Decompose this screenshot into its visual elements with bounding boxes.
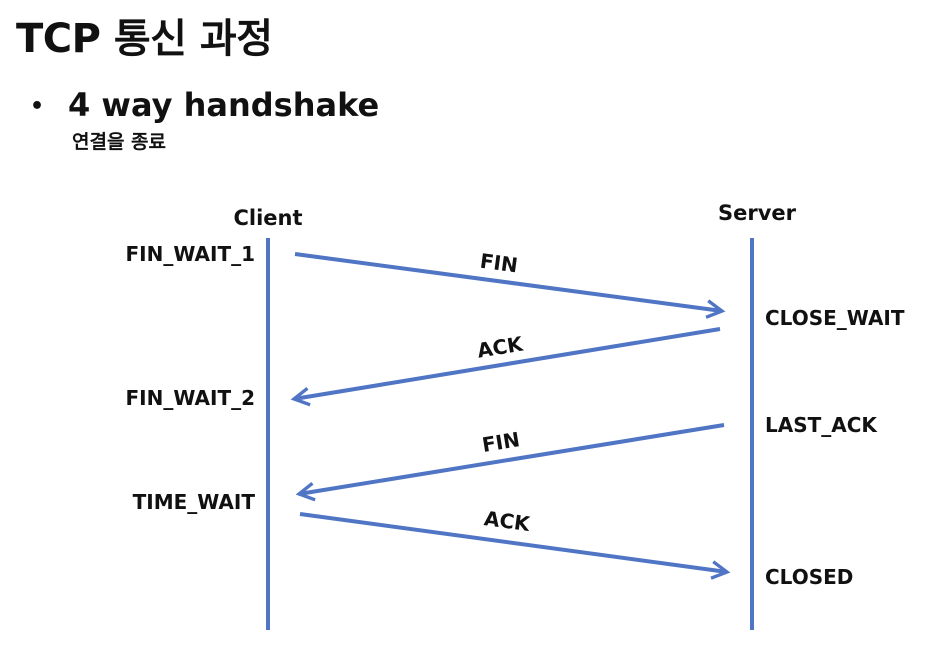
server-label: Server (718, 201, 797, 225)
bullet-subtext: 연결을 종료 (72, 131, 167, 153)
server-state-closed: CLOSED (765, 565, 853, 589)
message-label-ack-1: ACK (475, 331, 525, 362)
message-arrow-ack-1 (294, 327, 721, 399)
bullet-marker: • (30, 94, 45, 119)
message-arrow-ack-2 (299, 512, 727, 572)
message-label-fin-2: FIN (480, 427, 521, 457)
server-state-close-wait: CLOSE_WAIT (765, 306, 905, 330)
client-state-fin-wait-1: FIN_WAIT_1 (126, 242, 255, 266)
bullet-heading: 4 way handshake (68, 86, 380, 124)
message-label-ack-2: ACK (483, 506, 533, 536)
message-arrow-fin-1 (294, 252, 722, 311)
message-arrow-fin-2 (299, 423, 725, 494)
client-state-time-wait: TIME_WAIT (133, 490, 256, 514)
server-state-last-ack: LAST_ACK (765, 413, 878, 437)
page-title: TCP 통신 과정 (16, 16, 273, 62)
message-label-fin-1: FIN (479, 249, 520, 278)
client-state-fin-wait-2: FIN_WAIT_2 (126, 386, 255, 410)
client-label: Client (233, 206, 302, 230)
